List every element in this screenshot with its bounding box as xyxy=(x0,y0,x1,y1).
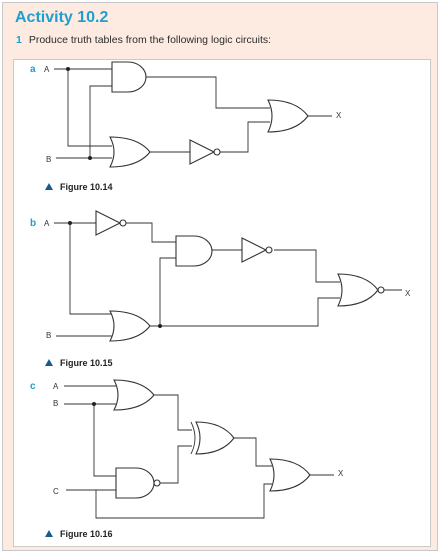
and-gate xyxy=(175,235,213,267)
input-label-a-B: B xyxy=(46,155,51,164)
and-gate xyxy=(111,61,147,93)
output-label-a-X: X xyxy=(336,111,342,120)
wire xyxy=(95,483,272,519)
wire xyxy=(234,437,272,467)
output-label-b-X: X xyxy=(405,289,411,298)
junction-dot xyxy=(158,324,162,328)
caption-triangle-icon xyxy=(45,183,53,190)
circuit-b: b A B X Figure 10.15 xyxy=(30,210,411,368)
question: 1 Produce truth tables from the following… xyxy=(16,34,271,46)
wire xyxy=(126,222,176,243)
wire xyxy=(67,69,112,147)
wire xyxy=(154,394,192,431)
circuit-c: c A B C X Figure 10.16 xyxy=(30,379,344,539)
nand-bubble xyxy=(153,479,161,487)
input-label-c-A: A xyxy=(53,382,59,391)
wire xyxy=(89,85,112,158)
part-label-b: b xyxy=(30,218,36,229)
input-label-b-A: A xyxy=(44,219,50,228)
part-label-a: a xyxy=(30,64,36,75)
caption-triangle-icon xyxy=(45,530,53,537)
nand-gate xyxy=(115,467,155,499)
activity-title: Activity 10.2 xyxy=(15,9,109,26)
input-label-b-B: B xyxy=(46,331,51,340)
wire xyxy=(160,445,192,484)
wire xyxy=(274,249,340,283)
or-gate xyxy=(109,136,151,168)
or-gate xyxy=(113,379,155,411)
figure-caption-a: Figure 10.14 xyxy=(60,182,113,192)
wire xyxy=(160,297,340,327)
wire xyxy=(93,404,116,477)
or-gate xyxy=(267,99,309,133)
input-label-c-C: C xyxy=(53,487,59,496)
not-gate xyxy=(241,237,268,263)
part-label-c: c xyxy=(30,381,36,392)
not-gate xyxy=(189,139,216,165)
xor-back-curve xyxy=(190,421,196,455)
or-gate xyxy=(109,310,151,342)
output-label-c-X: X xyxy=(338,469,344,478)
nor-bubble xyxy=(377,286,385,294)
wire xyxy=(146,76,270,109)
junction-dot xyxy=(66,67,70,71)
xor-gate xyxy=(195,421,235,455)
or-gate xyxy=(269,458,311,492)
junction-dot xyxy=(88,156,92,160)
question-text: Produce truth tables from the following … xyxy=(28,34,272,46)
junction-dot xyxy=(92,402,96,406)
not-bubble xyxy=(119,219,127,227)
activity-box: Activity 10.2 1 Produce truth tables from… xyxy=(2,2,438,551)
question-number: 1 xyxy=(16,34,22,46)
circuits-panel xyxy=(13,59,431,547)
caption-triangle-icon xyxy=(45,359,53,366)
junction-dot xyxy=(68,221,72,225)
wire xyxy=(220,121,270,153)
nor-gate xyxy=(337,273,379,307)
figure-caption-b: Figure 10.15 xyxy=(60,358,113,368)
wire xyxy=(150,257,176,327)
input-label-a-A: A xyxy=(44,65,50,74)
input-label-c-B: B xyxy=(53,399,58,408)
figure-caption-c: Figure 10.16 xyxy=(60,529,113,539)
not-gate xyxy=(95,210,122,236)
not-bubble xyxy=(265,246,273,254)
not-bubble xyxy=(213,148,221,156)
wire xyxy=(69,223,112,315)
circuit-a: a A B X Figure 10.14 xyxy=(30,61,342,192)
